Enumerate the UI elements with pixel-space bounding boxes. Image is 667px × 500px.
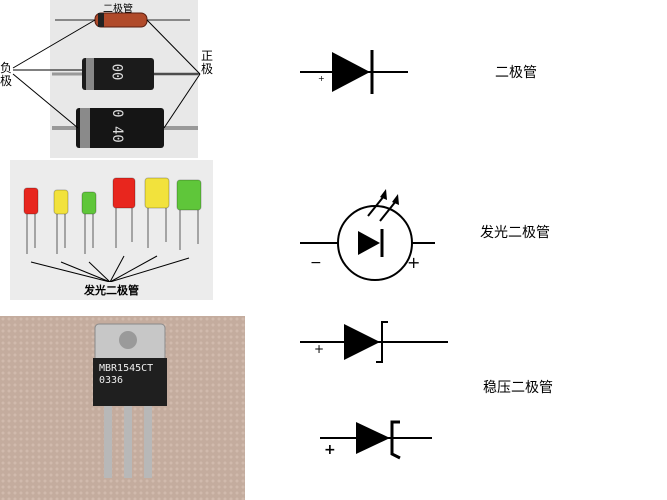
zener1-sign: + [314,342,325,356]
diode-photo [12,0,201,158]
led-symbol-svg [300,189,435,281]
diode-symbol: + [300,40,412,100]
diode-symbol-svg [300,50,408,94]
diode-photo-panel: 二极管 负极 正极 00 0 40 [0,0,215,160]
positive-label: 正极 [201,49,214,76]
led-leader-line [109,255,125,283]
diode-top-label: 二极管 [103,4,133,15]
chip-photo [0,316,245,500]
led-leader-line [109,257,190,283]
led-photo [10,160,213,300]
diode-name: 二极管 [495,65,537,81]
zener-name: 稳压二极管 [483,380,553,396]
chip-text-2: 0336 [99,375,124,386]
led-body [144,177,170,209]
diode-body-text-2: 0 40 [108,109,125,143]
led-leader-line [30,261,111,283]
zener2-sign: + [324,442,336,458]
zener-symbol-1-svg [300,321,448,363]
led-leader-line [60,261,111,283]
led-symbol: − + [300,183,440,283]
led-leader-line [88,261,111,283]
led-body [81,191,97,215]
led-name: 发光二极管 [480,225,550,241]
zener-symbol-2: + [320,418,435,463]
diode-sign: + [318,74,325,83]
zener-symbol-1: + [300,318,450,368]
led-body [53,189,69,215]
led-body [176,179,202,211]
led-body [112,177,136,209]
diode-body-text-1: 00 [108,63,125,81]
chip-text-1: MBR1545CT [99,363,154,374]
negative-label: 负极 [0,61,13,88]
led-minus: − [310,255,322,271]
led-photo-panel: 发光二极管 [10,160,213,300]
led-plus: + [407,253,421,272]
led-label: 发光二极管 [84,282,139,298]
led-leader-line [109,255,158,283]
led-body [23,187,39,215]
zener-symbol-2-svg [320,420,432,460]
chip-photo-panel: MBR1545CT 0336 [0,316,245,500]
